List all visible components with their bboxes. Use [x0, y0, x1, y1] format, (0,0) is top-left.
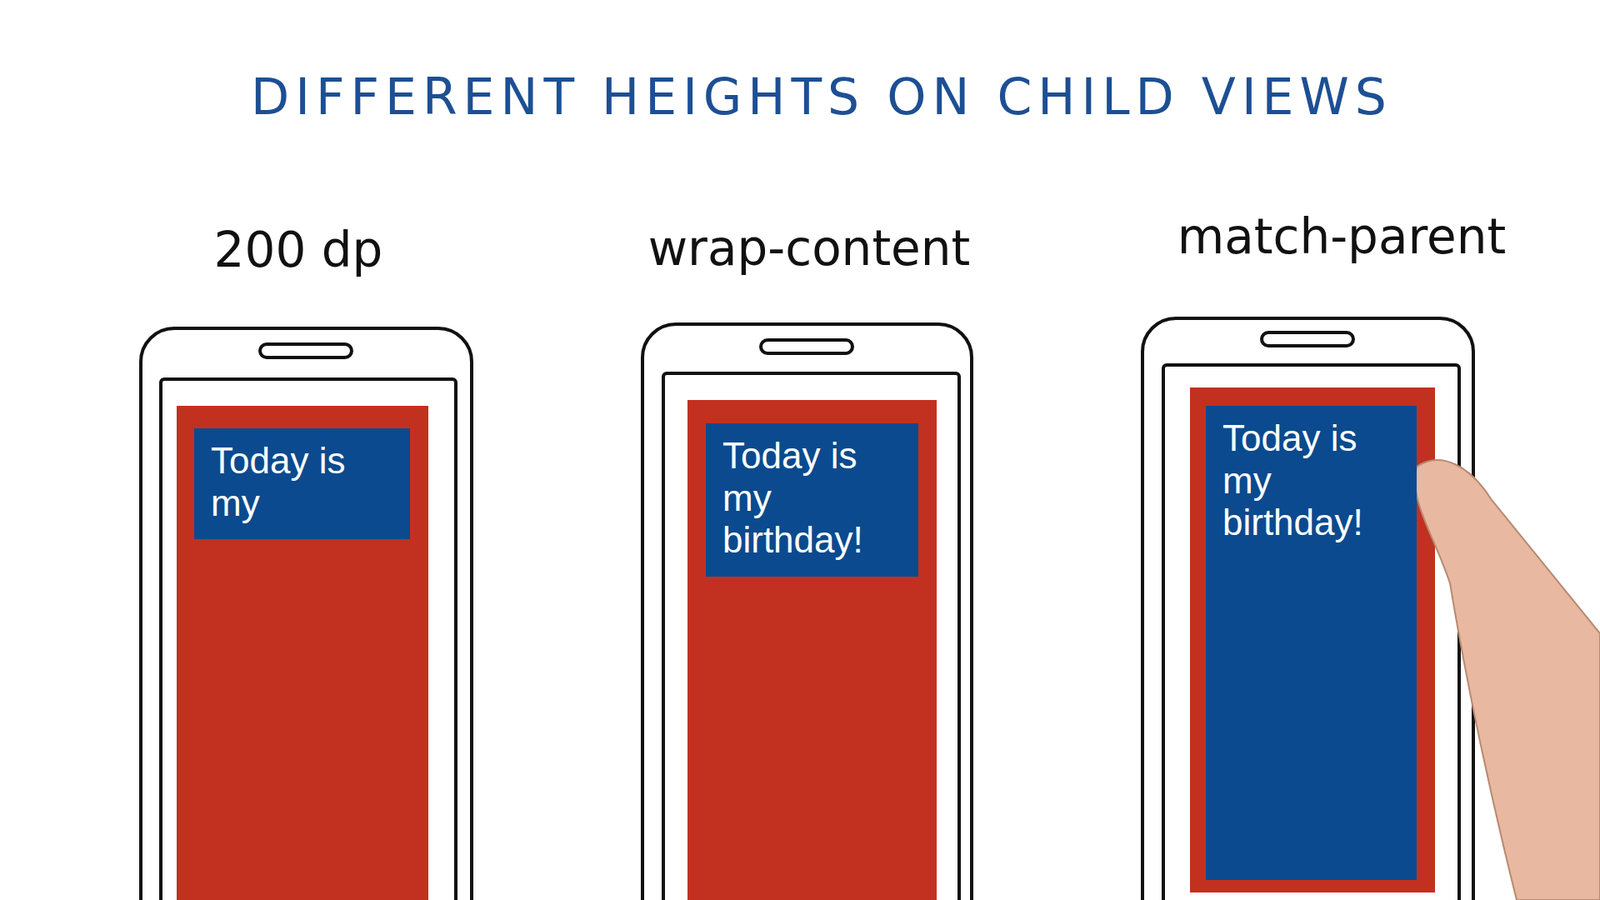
diagram-title: DIFFERENT HEIGHTS ON CHILD VIEWS	[250, 67, 1393, 126]
parent-layout	[176, 405, 429, 900]
pointing-hand	[1415, 460, 1600, 900]
child-view: Today is my birthday!	[705, 423, 919, 577]
child-view-text: Today is my	[210, 440, 378, 525]
height-setting-label: match-parent	[1177, 208, 1506, 265]
phone-outline	[642, 324, 972, 900]
height-setting-label: wrap-content	[648, 220, 971, 277]
phone-outline	[140, 328, 472, 900]
child-view: Today is my	[194, 428, 410, 540]
parent-layout	[1190, 387, 1435, 893]
phone-outline	[1142, 318, 1474, 900]
child-view-text: Today is my birthday!	[722, 435, 890, 562]
parent-layout	[687, 400, 937, 900]
height-setting-label: 200 dp	[214, 221, 384, 279]
child-view: Today is my birthday!	[1205, 405, 1417, 880]
child-view-text: Today is my birthday!	[1222, 417, 1390, 545]
